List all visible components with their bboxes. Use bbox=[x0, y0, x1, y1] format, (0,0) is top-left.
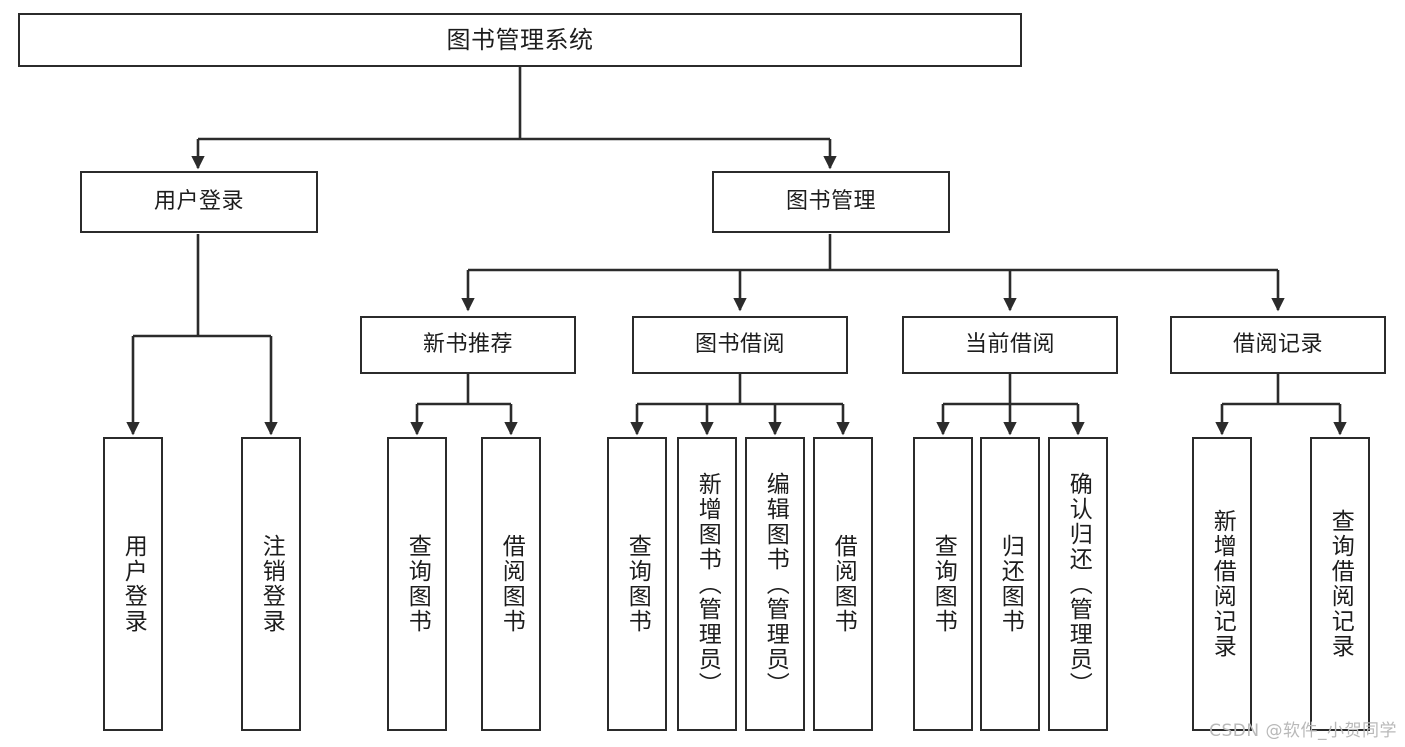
node-leaf-borrow-book-1[interactable]: 借阅图书 bbox=[481, 437, 541, 731]
node-user-login[interactable]: 用户登录 bbox=[80, 171, 318, 233]
node-user-login-label: 用户登录 bbox=[153, 189, 244, 215]
node-leaf-query-book-1[interactable]: 查询图书 bbox=[387, 437, 447, 731]
node-leaf-user-login[interactable]: 用户登录 bbox=[103, 437, 163, 731]
node-leaf-query-record[interactable]: 查询借阅记录 bbox=[1310, 437, 1370, 731]
node-leaf-query-book-3-label: 查询图书 bbox=[930, 534, 957, 634]
node-leaf-borrow-book-1-label: 借阅图书 bbox=[498, 534, 525, 634]
node-leaf-add-record-label: 新增借阅记录 bbox=[1209, 509, 1236, 659]
node-leaf-confirm-return[interactable]: 确认归还（管理员） bbox=[1048, 437, 1108, 731]
node-borrow-record[interactable]: 借阅记录 bbox=[1170, 316, 1386, 374]
watermark-text: CSDN @软件_小贺同学 bbox=[1209, 721, 1397, 741]
node-leaf-query-book-2[interactable]: 查询图书 bbox=[607, 437, 667, 731]
node-leaf-query-book-3[interactable]: 查询图书 bbox=[913, 437, 973, 731]
node-leaf-add-book[interactable]: 新增图书（管理员） bbox=[677, 437, 737, 731]
node-new-book-recommend-label: 新书推荐 bbox=[422, 332, 513, 358]
node-leaf-add-book-label: 新增图书（管理员） bbox=[694, 471, 721, 697]
node-leaf-borrow-book-2[interactable]: 借阅图书 bbox=[813, 437, 873, 731]
node-leaf-query-book-1-label: 查询图书 bbox=[404, 534, 431, 634]
node-leaf-logout-login-label: 注销登录 bbox=[258, 534, 285, 634]
node-leaf-return-book-label: 归还图书 bbox=[997, 534, 1024, 634]
node-leaf-edit-book-label: 编辑图书（管理员） bbox=[762, 471, 789, 697]
node-current-borrow-label: 当前借阅 bbox=[964, 332, 1055, 358]
node-leaf-query-record-label: 查询借阅记录 bbox=[1327, 509, 1354, 659]
node-leaf-confirm-return-label: 确认归还（管理员） bbox=[1065, 471, 1092, 697]
node-leaf-logout-login[interactable]: 注销登录 bbox=[241, 437, 301, 731]
node-leaf-return-book[interactable]: 归还图书 bbox=[980, 437, 1040, 731]
node-leaf-edit-book[interactable]: 编辑图书（管理员） bbox=[745, 437, 805, 731]
node-book-borrow-label: 图书借阅 bbox=[694, 332, 785, 358]
node-leaf-borrow-book-2-label: 借阅图书 bbox=[830, 534, 857, 634]
node-leaf-add-record[interactable]: 新增借阅记录 bbox=[1192, 437, 1252, 731]
node-root[interactable]: 图书管理系统 bbox=[18, 13, 1022, 67]
node-root-label: 图书管理系统 bbox=[446, 25, 594, 54]
node-borrow-record-label: 借阅记录 bbox=[1232, 332, 1323, 358]
node-current-borrow[interactable]: 当前借阅 bbox=[902, 316, 1118, 374]
node-leaf-query-book-2-label: 查询图书 bbox=[624, 534, 651, 634]
node-book-manage-label: 图书管理 bbox=[785, 189, 876, 215]
node-new-book-recommend[interactable]: 新书推荐 bbox=[360, 316, 576, 374]
node-book-borrow[interactable]: 图书借阅 bbox=[632, 316, 848, 374]
node-leaf-user-login-label: 用户登录 bbox=[120, 534, 147, 634]
node-book-manage[interactable]: 图书管理 bbox=[712, 171, 950, 233]
